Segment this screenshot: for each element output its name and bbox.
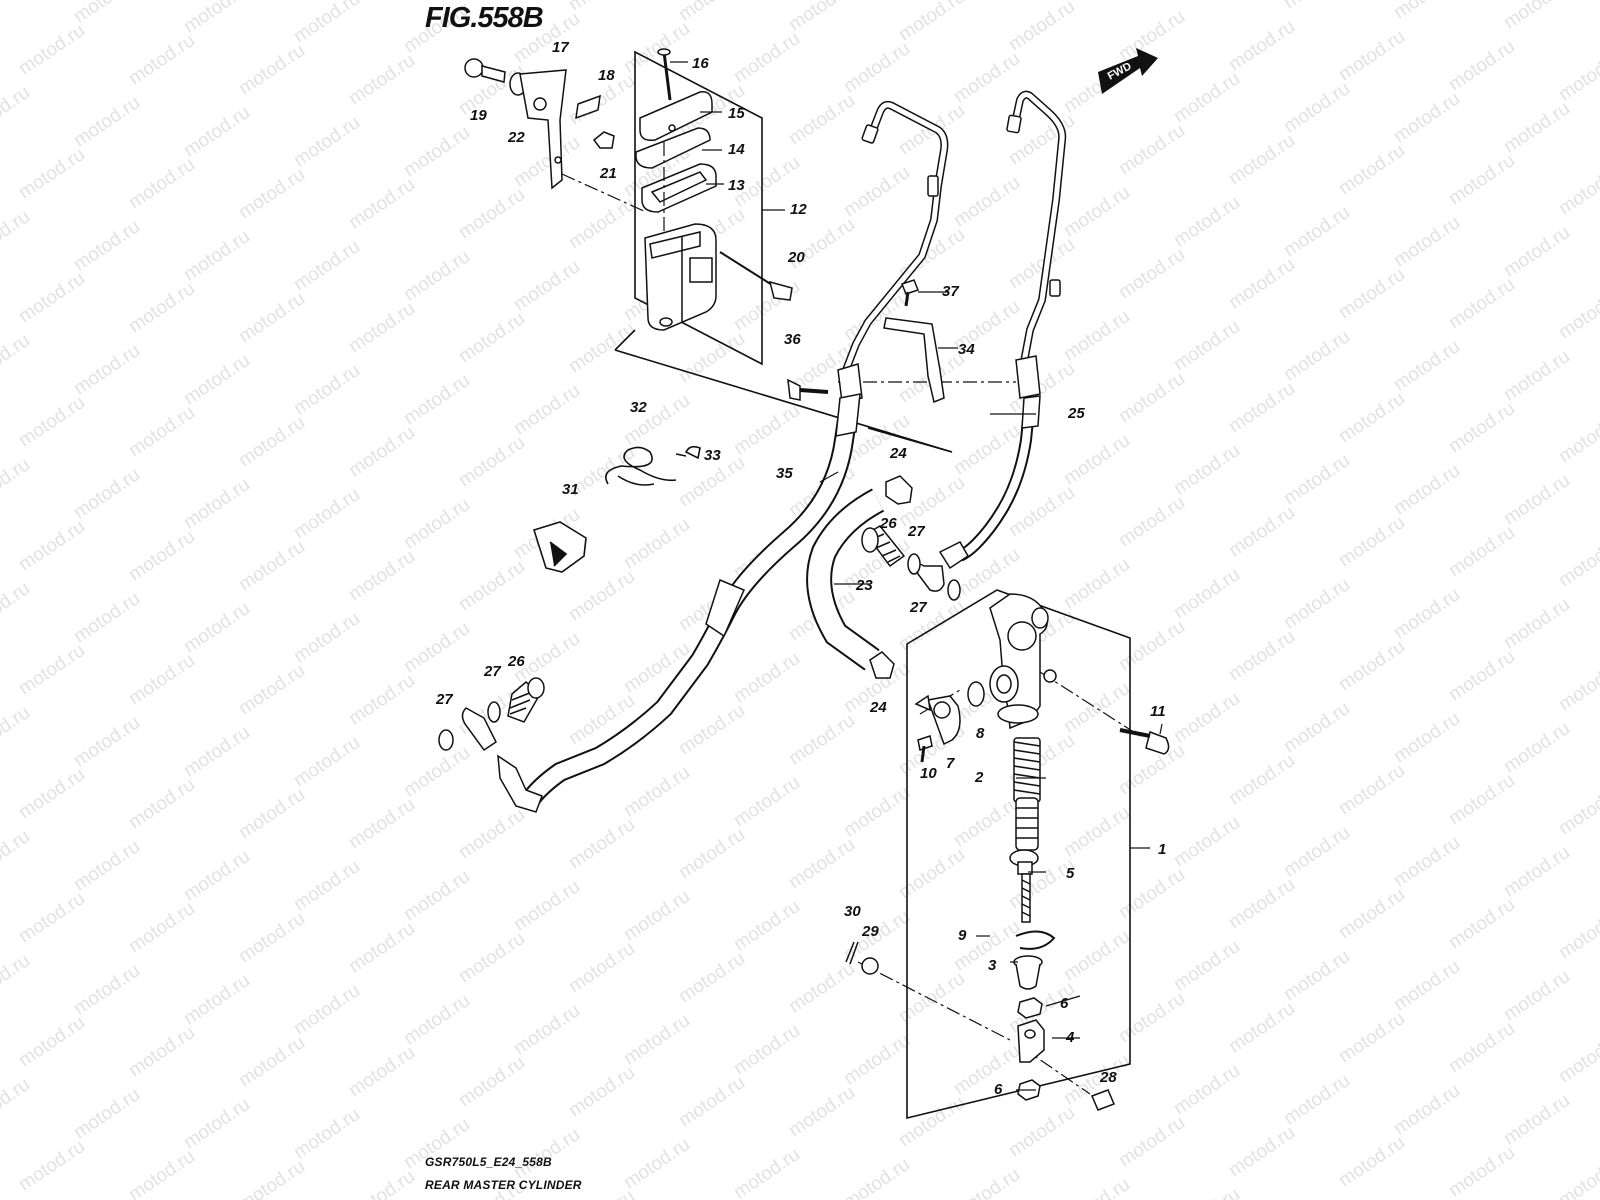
callout-27-c: 27 [483, 663, 501, 680]
fwd-arrow-icon: FWD [1098, 48, 1158, 94]
callout-16: 16 [692, 55, 709, 72]
callout-30: 30 [844, 903, 861, 920]
callout-12: 12 [790, 201, 807, 218]
master-cylinder-parts [845, 593, 1170, 1111]
callout-32: 32 [630, 399, 647, 416]
reservoir-box [614, 50, 953, 453]
callout-10: 10 [920, 765, 937, 782]
figure-title: FIG.558B [425, 2, 544, 34]
callout-6: 6 [1060, 995, 1069, 1012]
callout-26: 26 [879, 515, 897, 532]
bracket-34 [787, 279, 945, 404]
callout-36: 36 [784, 331, 801, 348]
callout-24-lower: 24 [869, 699, 887, 716]
leader-lines [561, 142, 1141, 1095]
bracket-group [464, 58, 615, 190]
clip-group [532, 445, 701, 573]
callout-23: 23 [855, 577, 873, 594]
pipe-fittings [837, 114, 1061, 403]
callout-35: 35 [776, 465, 793, 482]
callout-13: 13 [728, 177, 745, 194]
figure-code: GSR750L5_E24_558B [425, 1155, 552, 1169]
callout-15: 15 [728, 105, 745, 122]
callout-17: 17 [552, 39, 569, 56]
banjo-bolts [438, 525, 961, 751]
callout-9: 9 [958, 927, 967, 944]
callout-28: 28 [1099, 1069, 1117, 1086]
callout-29: 29 [861, 923, 879, 940]
callout-5: 5 [1066, 865, 1075, 882]
callout-20: 20 [787, 249, 805, 266]
callout-21: 21 [599, 165, 617, 182]
callout-4: 4 [1065, 1029, 1075, 1046]
callout-27-b: 27 [909, 599, 927, 616]
callout-leaders [670, 61, 1163, 1091]
callout-22: 22 [507, 129, 525, 146]
callout-33: 33 [704, 447, 721, 464]
callout-2: 2 [974, 769, 984, 786]
callout-8: 8 [976, 725, 985, 742]
hose-clamps [869, 475, 913, 679]
callout-1: 1 [1158, 841, 1166, 858]
callout-34: 34 [958, 341, 975, 358]
figure-name: REAR MASTER CYLINDER [425, 1178, 582, 1192]
callout-24: 24 [889, 445, 907, 462]
callout-14: 14 [728, 141, 745, 158]
callout-3: 3 [988, 957, 997, 974]
callout-31: 31 [562, 481, 579, 498]
callout-labels: 1 2 3 4 5 6 6 7 8 9 10 11 12 13 14 15 16… [435, 39, 1166, 1098]
callout-26-left: 26 [507, 653, 525, 670]
callout-11: 11 [1150, 703, 1166, 720]
master-cylinder-box [906, 589, 1131, 1120]
callout-7: 7 [946, 755, 955, 772]
callout-18: 18 [598, 67, 615, 84]
callout-27: 27 [907, 523, 925, 540]
callout-25: 25 [1067, 405, 1085, 422]
brake-pipes [842, 90, 1067, 372]
reservoir-parts [635, 48, 793, 331]
hose-fittings [461, 393, 1041, 813]
callout-37: 37 [942, 283, 959, 300]
callout-6-lower: 6 [994, 1081, 1003, 1098]
callout-27-d: 27 [435, 691, 453, 708]
callout-19: 19 [470, 107, 487, 124]
